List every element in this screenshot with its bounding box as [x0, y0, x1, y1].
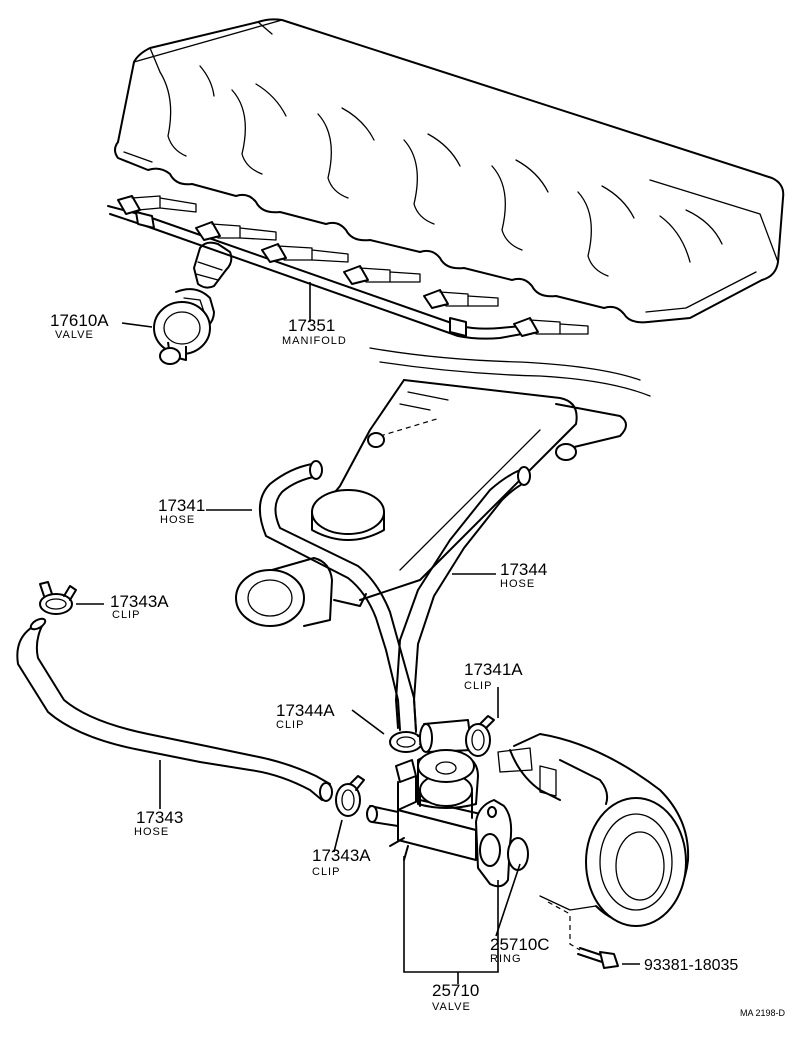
part-name: VALVE: [55, 329, 94, 341]
bolt-93381: [547, 901, 619, 969]
cylinder-head-cover: [114, 18, 785, 324]
part-number: 17343A: [312, 846, 371, 865]
part-number: 17351: [288, 316, 335, 335]
throttle-body: [497, 733, 690, 927]
part-number: 17343A: [110, 592, 169, 611]
hose-17341: [259, 460, 417, 733]
label-17343a-bottom: 17343A CLIP: [312, 846, 371, 878]
label-93381: 93381-18035: [644, 957, 738, 974]
vsv-valve-17610a: [153, 288, 215, 365]
hose-boot: [193, 241, 233, 289]
clip-17341a: [419, 715, 495, 757]
part-name: RING: [490, 953, 522, 965]
part-name: HOSE: [160, 514, 195, 526]
label-17351: 17351 MANIFOLD: [282, 316, 347, 347]
part-number: 93381-18035: [644, 957, 738, 974]
air-valve-25710: [366, 749, 513, 888]
ring-25710c: [507, 837, 529, 871]
leader-lines: [76, 282, 640, 984]
part-number: 17344A: [276, 701, 335, 720]
label-17344a: 17344A CLIP: [276, 701, 335, 731]
hose-17343: [16, 617, 333, 802]
part-name: CLIP: [276, 719, 304, 731]
label-17343: 17343 HOSE: [134, 808, 183, 838]
clip-17343a-top: [39, 581, 77, 615]
hose-17344: [395, 466, 531, 731]
intake-chamber: [235, 347, 651, 627]
part-name: MANIFOLD: [282, 335, 347, 347]
clip-17343a-bottom: [335, 775, 365, 817]
label-25710: 25710 VALVE: [432, 981, 479, 1013]
part-name: VALVE: [432, 1001, 471, 1013]
part-name: CLIP: [112, 609, 140, 621]
label-17343a-top: 17343A CLIP: [110, 592, 169, 621]
drawing-code: MA 2198-D: [740, 1008, 786, 1018]
injector-nozzles: [117, 195, 589, 337]
part-number: 17344: [500, 560, 547, 579]
label-17341: 17341 HOSE: [158, 496, 205, 526]
part-name: HOSE: [134, 826, 169, 838]
part-number: 17341A: [464, 660, 523, 679]
manifold-pipe: [107, 205, 523, 340]
label-17344: 17344 HOSE: [500, 560, 547, 590]
part-number: 25710: [432, 981, 479, 1000]
part-name: CLIP: [464, 680, 492, 692]
part-number: 17610A: [50, 311, 109, 330]
part-name: CLIP: [312, 866, 340, 878]
label-17341a: 17341A CLIP: [464, 660, 523, 692]
label-25710c: 25710C RING: [490, 935, 550, 965]
part-number: 17343: [136, 808, 183, 827]
part-number: 17341: [158, 496, 205, 515]
part-name: HOSE: [500, 578, 535, 590]
label-17610a: 17610A VALVE: [50, 311, 109, 341]
part-number: 25710C: [490, 935, 550, 954]
